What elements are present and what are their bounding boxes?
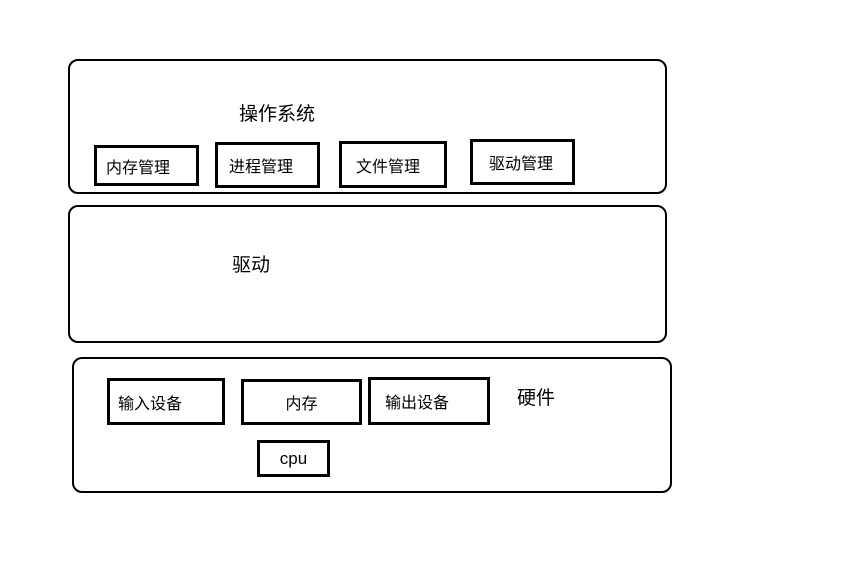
hardware-output-device-box: 输出设备 [368,377,490,425]
os-module-driver-management: 驱动管理 [470,139,575,185]
driver-layer-title: 驱动 [232,255,271,276]
os-layer-title: 操作系统 [239,104,316,125]
os-module-file-management: 文件管理 [339,141,447,188]
os-module-process-management: 进程管理 [215,142,320,188]
hardware-layer-title: 硬件 [517,388,556,409]
hardware-memory-box: 内存 [241,379,362,425]
os-layer-box: 操作系统 内存管理 进程管理 文件管理 驱动管理 [68,59,667,194]
os-module-memory-management: 内存管理 [94,145,199,186]
hardware-layer-box: 输入设备 内存 输出设备 硬件 cpu [72,357,672,493]
hardware-input-device-box: 输入设备 [107,378,225,425]
hardware-cpu-box: cpu [257,440,330,477]
driver-layer-box: 驱动 [68,205,667,343]
